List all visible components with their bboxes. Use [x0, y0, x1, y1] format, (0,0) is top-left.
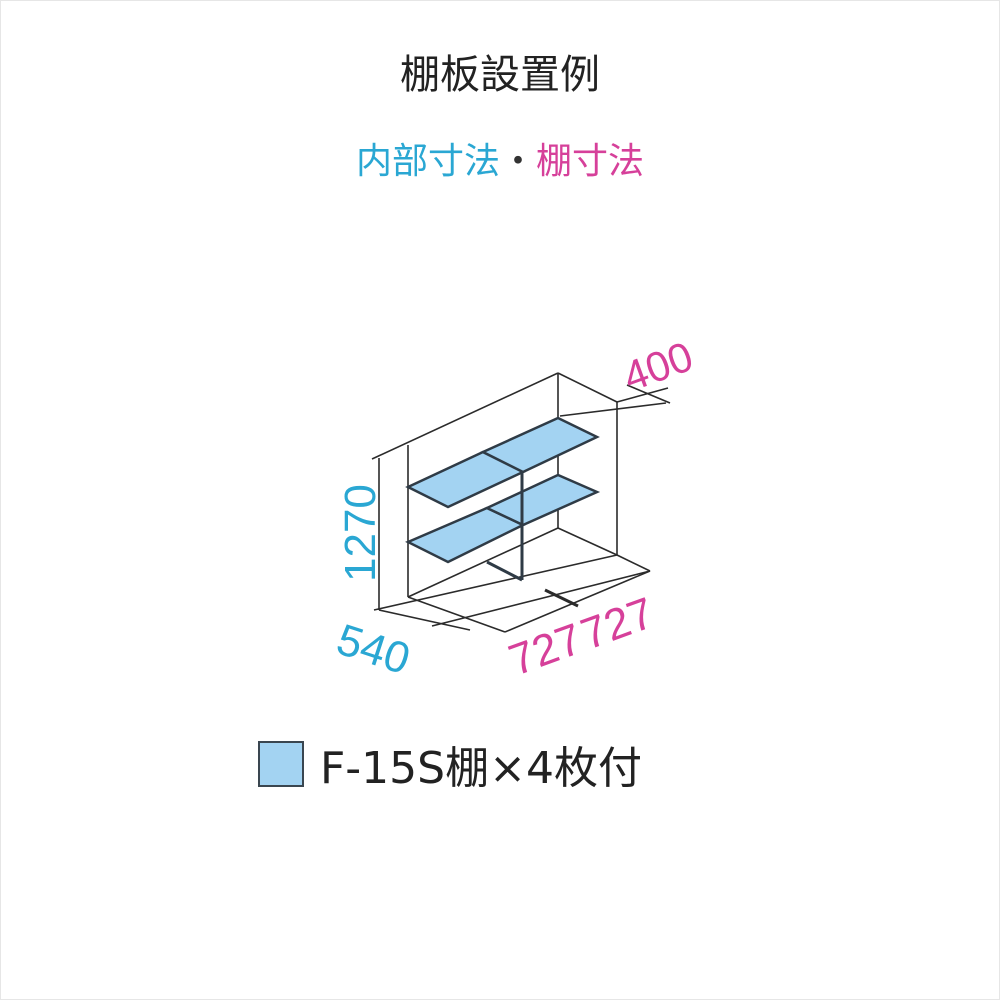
legend-label: F-15S棚×4枚付 — [320, 743, 642, 794]
shelf-depth-dimension: 400 — [617, 332, 699, 400]
inner-dimension-label: 内部寸法 — [355, 141, 500, 182]
subtitle: 内部寸法・棚寸法 — [0, 132, 1000, 184]
page-title: 棚板設置例 — [400, 52, 600, 98]
width-right-dimension: 727 — [575, 588, 661, 659]
shelves — [405, 416, 601, 564]
center-post — [486, 472, 524, 582]
depth-dimension: 540 — [331, 615, 416, 684]
width-left-dimension: 727 — [503, 614, 589, 685]
shelf-color-swatch — [258, 741, 304, 787]
shelf-upper-right — [480, 416, 600, 474]
shelf-dimension-label: 棚寸法 — [536, 141, 645, 182]
separator: ・ — [499, 141, 536, 182]
legend: F-15S棚×4枚付 — [258, 732, 642, 796]
height-dimension: 1270 — [336, 484, 385, 582]
shelf-lower-right — [484, 473, 601, 527]
